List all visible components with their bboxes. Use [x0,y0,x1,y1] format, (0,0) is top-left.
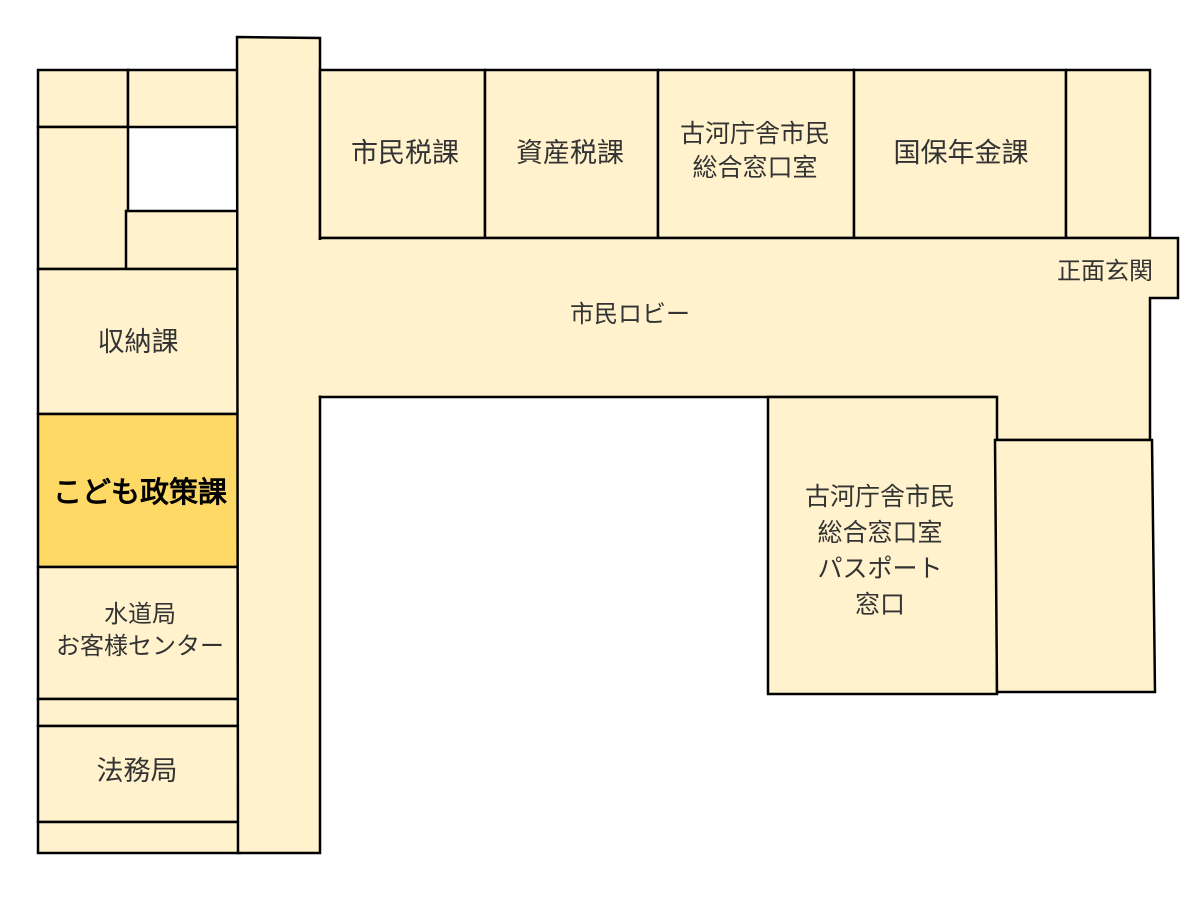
label-kokuho: 国保年金課 [894,138,1029,169]
room-left-strip-b [36,820,242,855]
room-left-d [124,209,244,271]
label-suido-1: 水道局 [104,600,176,628]
room-kodomo-highlight [36,412,244,569]
corridor-join [318,240,322,396]
room-left-c [36,125,130,271]
label-passport-1: 古河庁舎市民 [805,482,955,511]
room-shuno [36,267,244,416]
label-shimin-lobby: 市民ロビー [570,300,690,328]
label-homu: 法務局 [97,756,178,787]
label-koga-madoguchi-2: 総合窓口室 [692,153,817,182]
label-shomen-genkan: 正面玄関 [1057,257,1153,285]
room-kokuho [852,68,1068,240]
room-passport [766,395,999,696]
room-top-left-b [126,68,240,129]
label-koga-madoguchi-1: 古河庁舎市民 [680,119,830,148]
room-suido [36,565,242,701]
room-top-right [1064,68,1152,240]
room-bottom-right [993,438,1157,694]
label-kodomo: こども政策課 [53,475,227,509]
label-shuno: 収納課 [98,327,179,358]
lobby-corridor [318,236,1180,442]
label-passport-3: パスポート [817,554,942,583]
room-left-strip-a [36,697,242,728]
label-passport-4: 窓口 [855,590,905,619]
room-top-left-a [36,68,130,129]
label-passport-2: 総合窓口室 [817,518,942,547]
label-shisanzei: 資産税課 [516,138,624,169]
label-shiminzei: 市民税課 [351,138,459,169]
room-shisanzei [483,68,660,240]
corridor-vertical [235,35,322,855]
label-suido-2: お客様センター [56,632,224,660]
